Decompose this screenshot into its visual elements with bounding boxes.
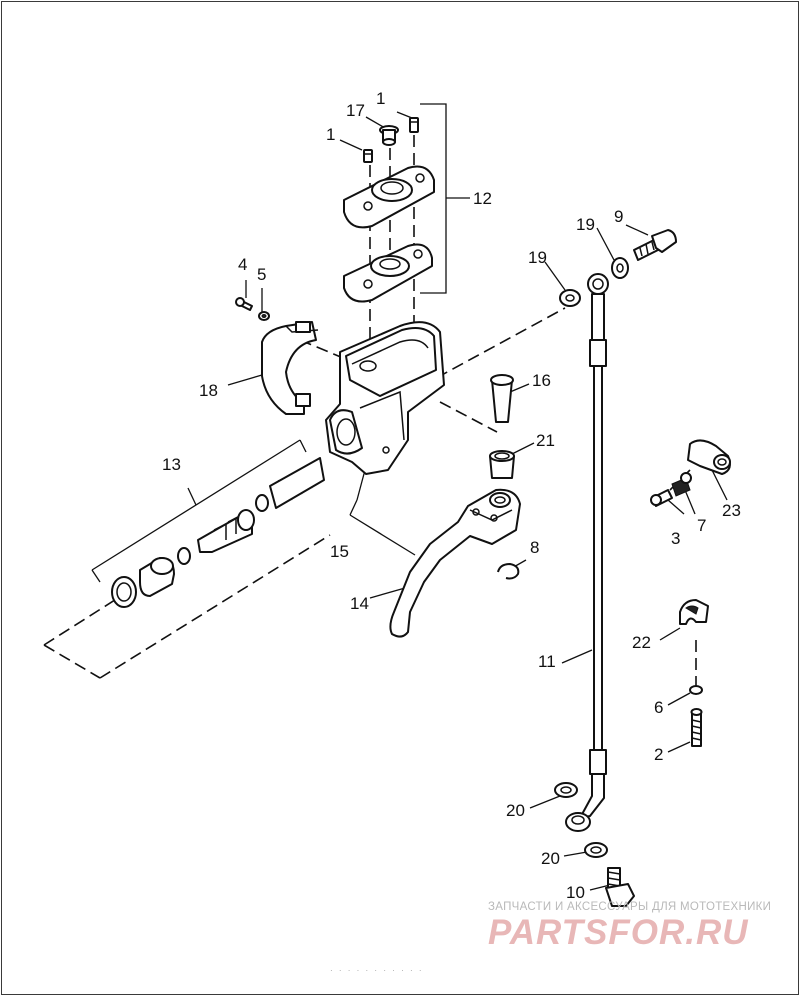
washer-top-2 (559, 289, 581, 307)
washer-top-1 (611, 257, 629, 279)
callout-2: 2 (654, 745, 663, 764)
footer-faint-text: · · · · · · · · · · · (330, 966, 424, 975)
callout-11: 11 (538, 652, 556, 671)
callout-14: 14 (350, 594, 369, 613)
retaining-ring (497, 563, 520, 580)
pivot-pin (490, 374, 514, 423)
callout-15: 15 (330, 542, 349, 561)
banjo-bolt-top (633, 229, 677, 261)
clamp-screw (235, 297, 253, 311)
piston (197, 509, 255, 553)
master-cylinder-body (325, 321, 445, 475)
callouts: 1 17 1 12 9 19 19 4 5 18 16 21 13 8 15 1… (162, 89, 741, 902)
callout-22: 22 (632, 633, 651, 652)
callout-18: 18 (199, 381, 218, 400)
clamp-washer (258, 311, 270, 321)
callout-23: 23 (722, 501, 741, 520)
callout-17: 17 (346, 101, 365, 120)
callout-6: 6 (654, 698, 663, 717)
callout-4: 4 (238, 255, 247, 274)
hose-clip-upper (687, 439, 731, 475)
return-spring (269, 457, 325, 509)
hose-clip-lower (679, 599, 709, 625)
watermark-subtitle: ЗАПЧАСТИ И АКСЕССУАРЫ ДЛЯ МОТОТЕХНИКИ (488, 901, 772, 913)
washer-bottom-2 (584, 842, 608, 858)
callout-5: 5 (257, 265, 266, 284)
cover-screw-2 (409, 117, 419, 133)
watermark-logo: PARTSFOR.RU (488, 913, 749, 952)
piston-boot (111, 576, 137, 608)
pivot-bushing (489, 450, 515, 479)
clutch-hose (565, 273, 609, 832)
bracket-12 (420, 103, 470, 294)
callout-10: 10 (566, 883, 585, 902)
banjo-bolt-bottom (605, 867, 635, 907)
callout-20-upper: 20 (506, 801, 525, 820)
reservoir-cover (343, 165, 435, 229)
clutch-lever (389, 488, 521, 638)
clip-washer-upper (680, 472, 692, 484)
o-ring (177, 547, 191, 565)
callout-3: 3 (671, 529, 680, 548)
callout-16: 16 (532, 371, 551, 390)
callout-1-left: 1 (326, 125, 335, 144)
clip-washer-lower (689, 685, 703, 695)
reservoir-gasket (343, 243, 433, 303)
callout-19-upper: 19 (576, 215, 595, 234)
callout-8: 8 (530, 538, 539, 557)
callout-7: 7 (697, 516, 706, 535)
bracket-13 (91, 439, 307, 583)
callout-21: 21 (536, 431, 555, 450)
washer-bottom-1 (554, 782, 578, 798)
cover-screw-1 (363, 149, 373, 163)
callout-13: 13 (162, 455, 181, 474)
piston-cup (139, 557, 175, 597)
handlebar-clamp (261, 321, 319, 415)
callout-20-lower: 20 (541, 849, 560, 868)
clip-screw-lower (690, 708, 703, 747)
callout-1-top: 1 (376, 89, 385, 108)
callout-9: 9 (614, 207, 623, 226)
callout-19-lower: 19 (528, 248, 547, 267)
clip-screw-upper (650, 489, 673, 507)
sight-plug (379, 125, 399, 146)
piston-seal (255, 494, 269, 512)
callout-12: 12 (473, 189, 492, 208)
